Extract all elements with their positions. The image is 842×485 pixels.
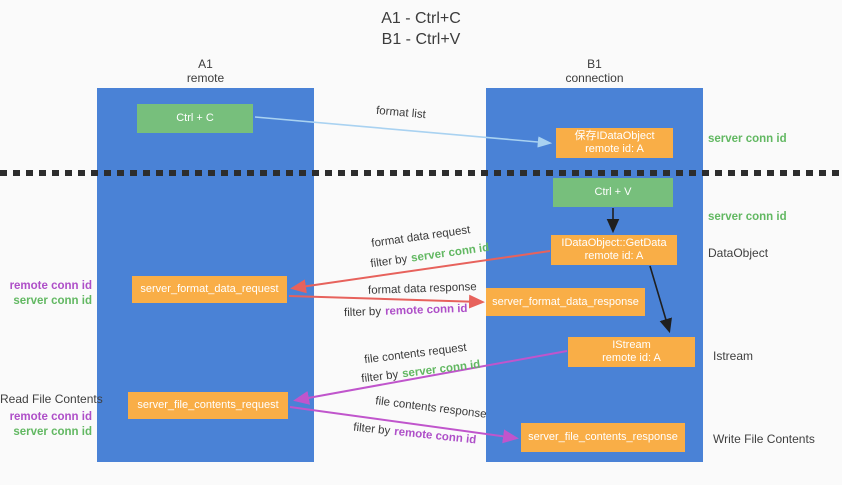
node-server-format-data-response: server_format_data_response [486,288,645,316]
left-remote-conn-id-format: remote conn id [9,280,92,292]
node-format-request-label: server_format_data_request [140,283,279,295]
node-server-format-data-request: server_format_data_request [132,276,287,303]
format-list-arrow [254,116,553,148]
node-file-response-label: server_file_contents_response [528,431,678,443]
node-ctrl-v-label: Ctrl + V [594,186,632,198]
node-idataobject-getdata: IDataObject::GetData remote id: A [551,235,677,265]
getdata-to-istream-arrow [649,265,672,334]
filter-by-text: filter by [343,305,382,320]
node-save-dataobject-line1: 保存IDataObject [574,130,655,142]
title-line-1: A1 - Ctrl+C [381,10,461,27]
node-file-request-label: server_file_contents_request [137,399,279,411]
node-save-dataobject: 保存IDataObject remote id: A [556,128,673,158]
format-data-request-arrow [290,250,551,294]
left-server-conn-id-file: server conn id [13,426,92,438]
lane-a1-role: remote [186,71,225,85]
file-contents-request-arrow [293,350,568,405]
lane-a1-id: A1 [198,57,213,71]
file-contents-response-arrow [289,406,519,444]
node-server-file-contents-response: server_file_contents_response [521,423,685,452]
node-ctrl-c: Ctrl + C [137,104,253,133]
node-istream: IStream remote id: A [568,337,695,367]
lane-b1-header: B1 connection [486,57,703,85]
lane-b1-role: connection [565,71,624,85]
dataobject-label: DataObject [708,246,769,260]
read-file-contents-label: Read File Contents [0,392,103,406]
node-getdata-line2: remote id: A [584,250,644,262]
left-conn-id-stack-format: remote conn id server conn id [0,279,92,309]
node-getdata-line1: IDataObject::GetData [561,237,667,249]
right-server-conn-id-mid-label: server conn id [708,211,787,223]
node-format-response-label: server_format_data_response [492,295,639,308]
diagram-title: A1 - Ctrl+C B1 - Ctrl+V [0,8,842,50]
right-server-conn-id-top-label: server conn id [708,133,787,145]
istream-label: Istream [713,349,754,363]
node-istream-line1: IStream [612,339,651,351]
write-file-contents-label: Write File Contents [713,432,815,446]
node-save-dataobject-line2: remote id: A [585,143,644,155]
node-ctrl-c-label: Ctrl + C [176,112,214,124]
node-server-file-contents-request: server_file_contents_request [128,392,288,419]
left-conn-id-stack-file: remote conn id server conn id [0,410,92,440]
left-server-conn-id-format: server conn id [13,295,92,307]
format-data-response-arrow [288,294,485,309]
node-ctrl-v: Ctrl + V [553,178,673,207]
node-istream-line2: remote id: A [602,352,661,364]
lane-b1-id: B1 [587,57,602,71]
title-line-2: B1 - Ctrl+V [381,31,461,48]
lane-a1-header: A1 remote [97,57,314,85]
left-remote-conn-id-file: remote conn id [9,411,92,423]
